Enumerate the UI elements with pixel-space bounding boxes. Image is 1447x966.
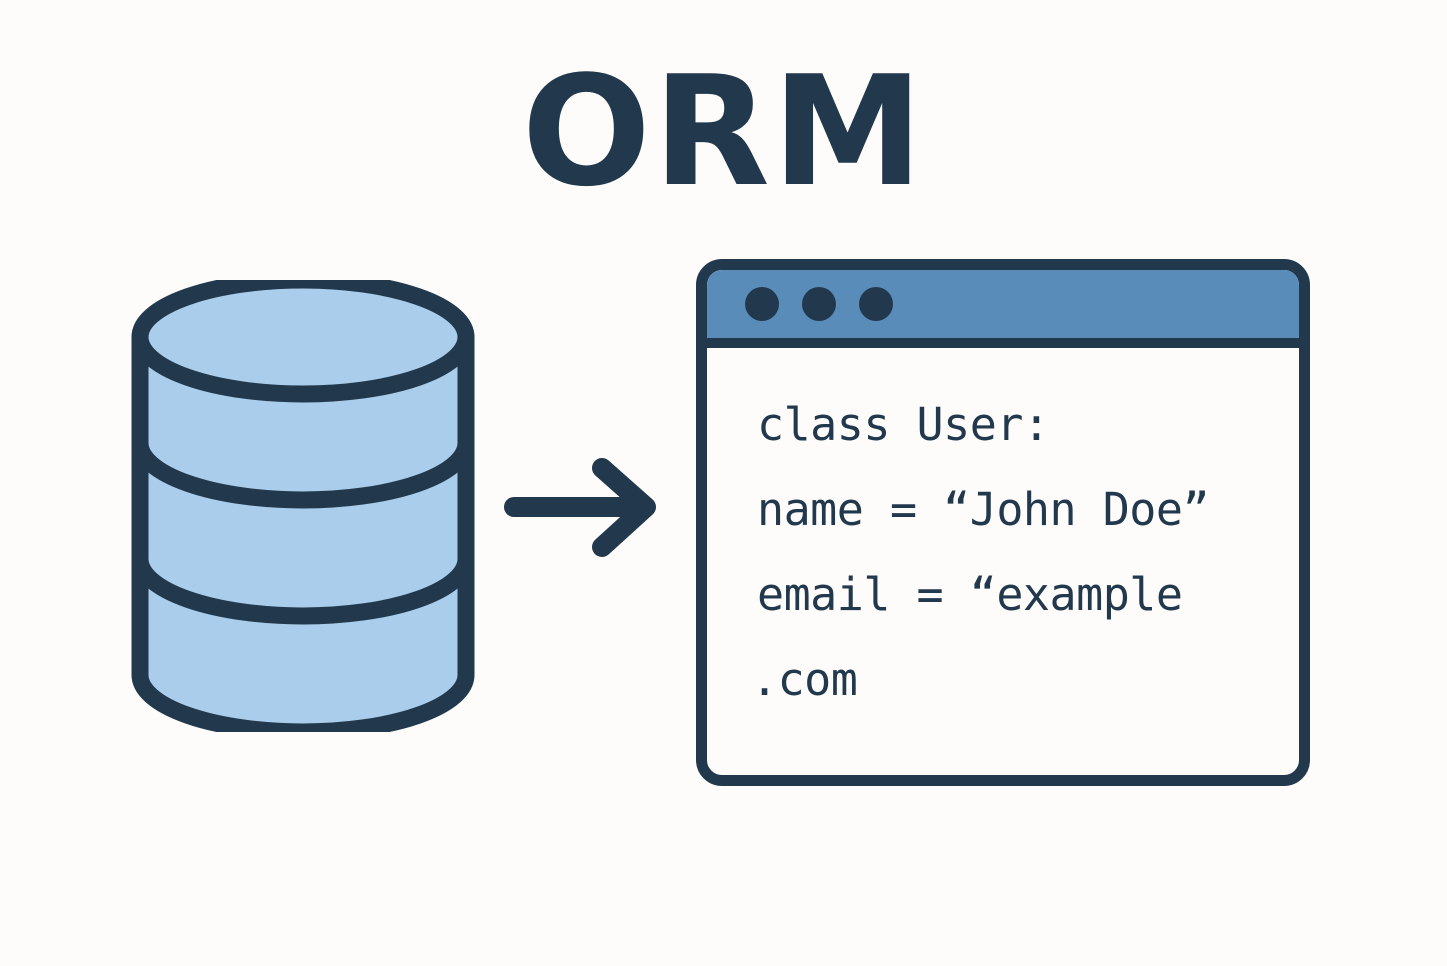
window-dot-minimize-icon[interactable] <box>802 287 836 321</box>
code-line-2: name = “John Doe” <box>757 483 1210 536</box>
cylinder-top <box>131 271 475 403</box>
cylinder-body <box>131 328 475 741</box>
arrow-head <box>592 458 656 557</box>
cylinder-divider-1 <box>131 434 475 509</box>
code-editor-area[interactable]: class User: name = “John Doe” email = “e… <box>707 348 1299 722</box>
window-dot-maximize-icon[interactable] <box>859 287 893 321</box>
database-cylinder-icon <box>118 271 488 741</box>
code-line-4: .com <box>751 653 858 706</box>
code-line-1: class User: <box>757 398 1050 451</box>
page-title: ORM <box>521 43 926 220</box>
code-window[interactable]: class User: name = “John Doe” email = “e… <box>696 259 1310 786</box>
arrow-right-svg <box>504 458 656 557</box>
database-cylinder-svg <box>131 271 475 741</box>
cylinder-divider-2 <box>131 550 475 625</box>
arrow-right-icon <box>500 452 666 564</box>
window-titlebar <box>707 270 1299 348</box>
code-line-3: email = “example <box>757 568 1183 621</box>
window-dot-close-icon[interactable] <box>745 287 779 321</box>
